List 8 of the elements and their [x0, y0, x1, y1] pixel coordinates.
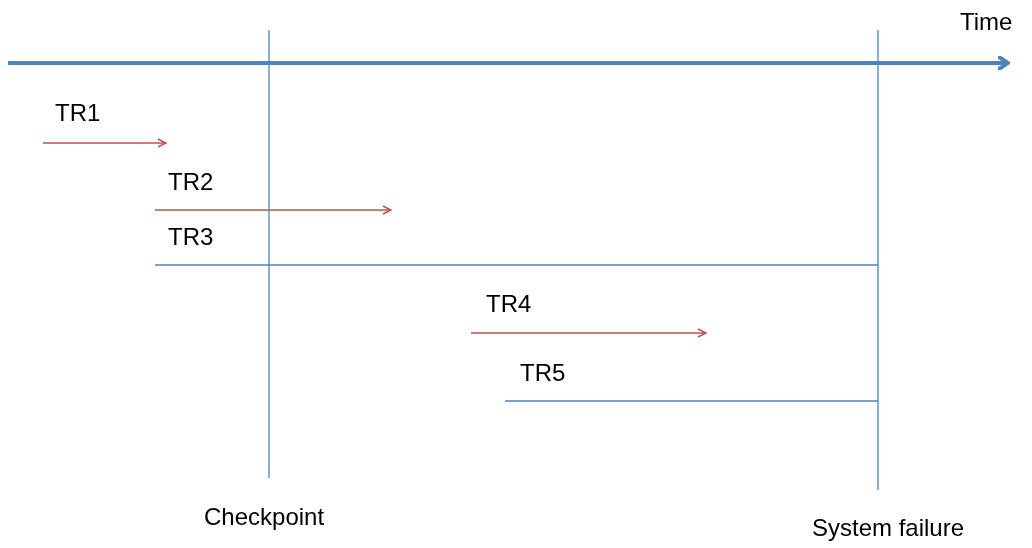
transaction-label: TR4 — [486, 290, 532, 318]
checkpoint-label: Checkpoint — [204, 503, 325, 531]
axis-label: Time — [960, 8, 1013, 36]
transaction-label: TR5 — [520, 359, 566, 387]
transaction-label: TR1 — [55, 99, 101, 127]
transaction-label: TR2 — [168, 168, 214, 196]
transaction-label: TR3 — [168, 223, 214, 251]
failure-label: System failure — [812, 514, 965, 542]
